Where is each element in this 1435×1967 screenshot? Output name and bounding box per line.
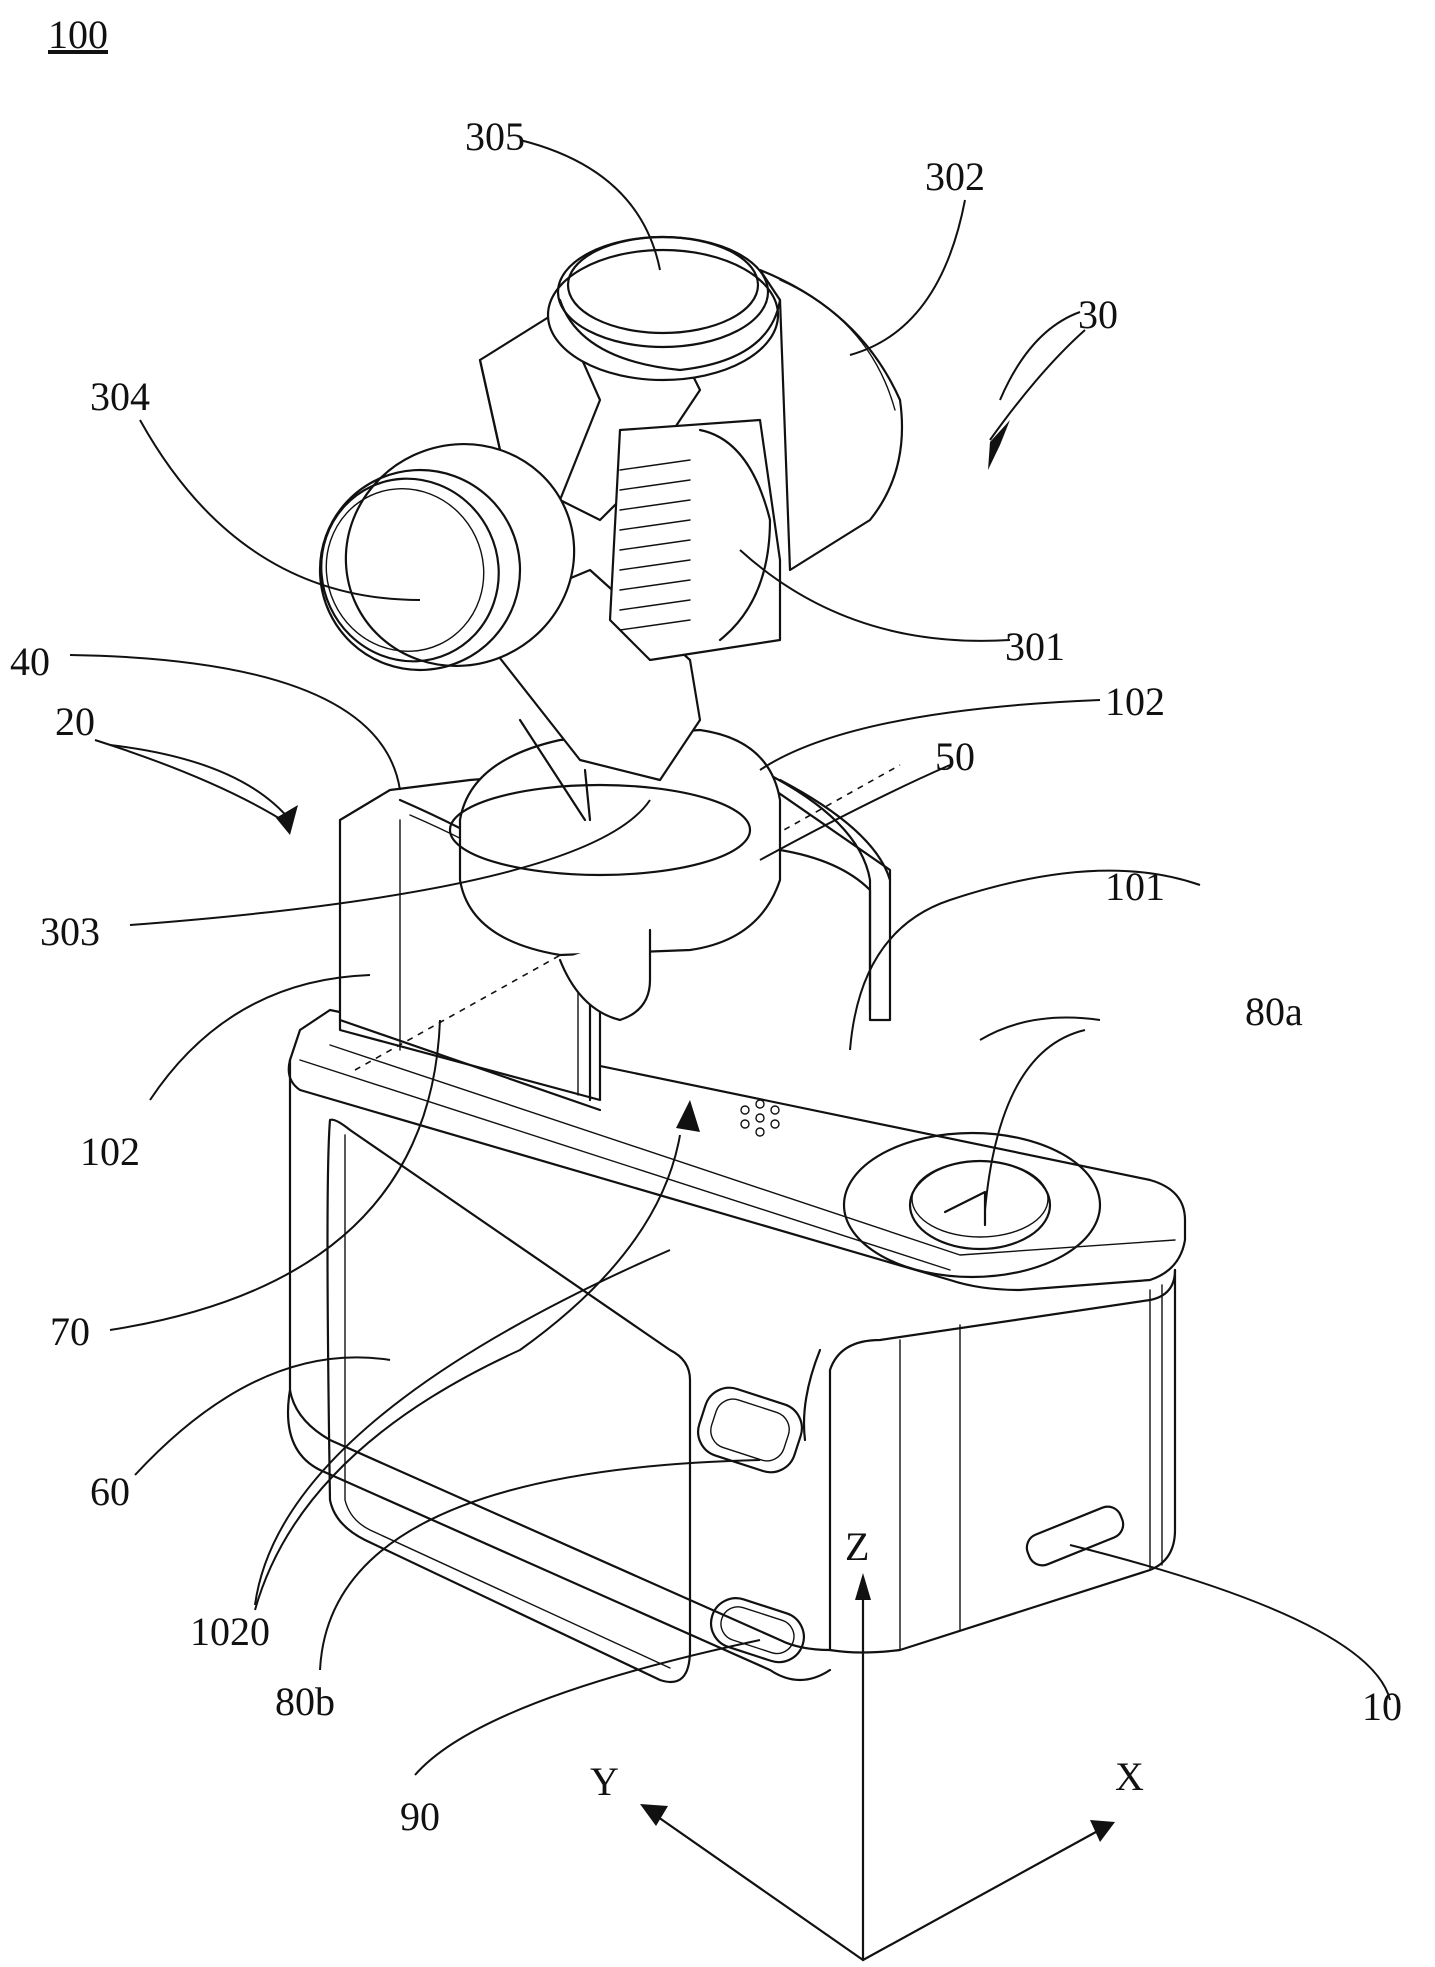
arrowheads xyxy=(276,420,1010,1132)
axes xyxy=(640,1573,1115,1962)
label-60: 60 xyxy=(90,1469,130,1514)
leader-lines xyxy=(69,139,1391,1776)
gimbal-30 xyxy=(318,235,904,1022)
label-102-left: 102 xyxy=(80,1129,140,1174)
label-301: 301 xyxy=(1005,624,1065,669)
label-80a: 80a xyxy=(1245,989,1303,1034)
label-102-top: 102 xyxy=(1105,679,1165,724)
label-80b: 80b xyxy=(275,1679,335,1724)
figure-number: 100 xyxy=(48,12,108,57)
label-1020: 1020 xyxy=(190,1609,270,1654)
label-70: 70 xyxy=(50,1309,90,1354)
label-90: 90 xyxy=(400,1794,440,1839)
main-body-10 xyxy=(286,1008,1187,1683)
label-30: 30 xyxy=(1078,292,1118,337)
label-40: 40 xyxy=(10,639,50,684)
arrow-1020 xyxy=(254,1134,681,1611)
label-50: 50 xyxy=(935,734,975,779)
label-302: 302 xyxy=(925,154,985,199)
label-101: 101 xyxy=(1105,864,1165,909)
label-10: 10 xyxy=(1362,1684,1402,1729)
axis-label-x: X xyxy=(1115,1754,1144,1799)
label-304: 304 xyxy=(90,374,150,419)
reference-labels: 305 302 30 304 301 40 20 102 50 303 101 … xyxy=(10,114,1402,1839)
axis-label-y: Y xyxy=(590,1759,619,1804)
label-305: 305 xyxy=(465,114,525,159)
label-20: 20 xyxy=(55,699,95,744)
label-303: 303 xyxy=(40,909,100,954)
axis-label-z: Z xyxy=(845,1524,869,1569)
